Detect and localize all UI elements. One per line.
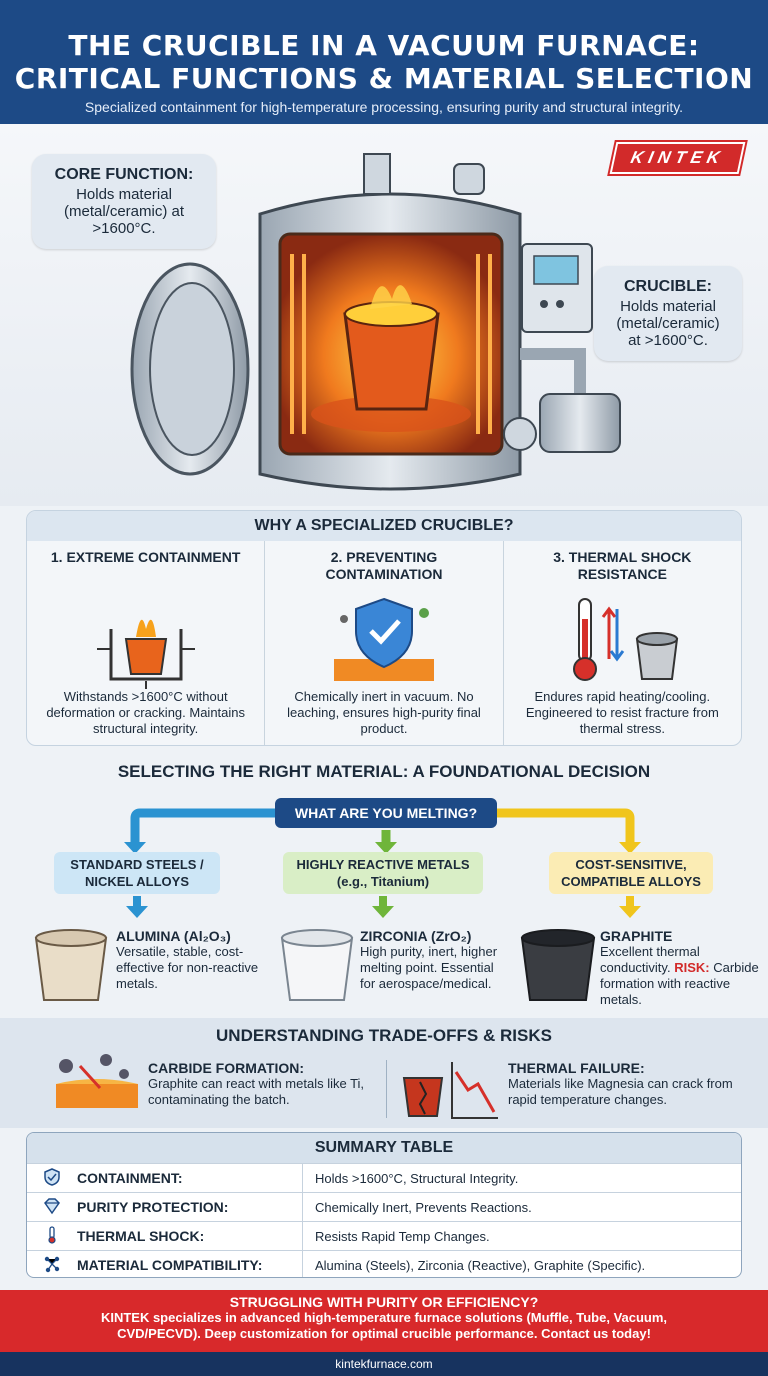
alumina-crucible	[34, 929, 108, 1001]
zirconia-crucible	[280, 929, 354, 1001]
column-title: 2. PREVENTING CONTAMINATION	[325, 549, 443, 582]
material-selection-title: SELECTING THE RIGHT MATERIAL: A FOUNDATI…	[117, 762, 651, 781]
why-specialized-crucible-section: WHY A SPECIALIZED CRUCIBLE? 1. EXTREME C…	[26, 510, 742, 746]
material-name: ALUMINA (Al₂O₃)	[116, 928, 231, 944]
carbide-formation-item: CARBIDE FORMATION: Graphite can react wi…	[148, 1060, 378, 1108]
row-value: Resists Rapid Temp Changes.	[315, 1228, 490, 1244]
material-graphite: GRAPHITE Excellent thermal conductivity.…	[600, 928, 760, 1008]
material-text: High purity, inert, higher melting point…	[360, 944, 498, 991]
section-title: WHY A SPECIALIZED CRUCIBLE?	[27, 511, 741, 541]
crucible-cups-row	[34, 929, 596, 1001]
item-text: Graphite can react with metals like Ti, …	[148, 1076, 365, 1107]
section-title: UNDERSTANDING TRADE-OFFS & RISKS	[216, 1026, 552, 1045]
thermometer-icon	[573, 598, 679, 681]
vacuum-pump	[539, 393, 621, 453]
column-text: Chemically inert in vacuum. No leaching,…	[287, 689, 481, 736]
crucible-callout: CRUCIBLE: Holds material (metal/ceramic)…	[594, 266, 742, 361]
crucible	[343, 312, 440, 411]
risk-label: RISK:	[674, 960, 710, 975]
thermometer-icon	[27, 1225, 77, 1247]
callout-title: CRUCIBLE:	[624, 278, 712, 295]
category-cost-sensitive: COST-SENSITIVE, COMPATIBLE ALLOYS	[549, 852, 713, 894]
table-row: MATERIAL COMPATIBILITY: Alumina (Steels)…	[27, 1250, 741, 1277]
title-line-1: THE CRUCIBLE IN A VACUUM FURNACE:	[68, 29, 700, 62]
column-title: 3. THERMAL SHOCK RESISTANCE	[553, 549, 692, 582]
tradeoffs-section: UNDERSTANDING TRADE-OFFS & RISKS CARBIDE…	[0, 1018, 768, 1128]
material-zirconia: ZIRCONIA (ZrO₂) High purity, inert, high…	[360, 928, 510, 992]
row-label: MATERIAL COMPATIBILITY:	[77, 1250, 303, 1277]
cta-title: STRUGGLING WITH PURITY OR EFFICIENCY?	[229, 1294, 539, 1310]
thermal-failure-item: THERMAL FAILURE: Materials like Magnesia…	[508, 1060, 748, 1108]
material-name: GRAPHITE	[600, 928, 673, 944]
callout-title: CORE FUNCTION:	[54, 166, 194, 183]
cta-line-2: CVD/PECVD). Deep customization for optim…	[117, 1326, 651, 1341]
section-divider	[386, 1060, 387, 1118]
decision-flow-arrows	[124, 808, 641, 918]
preventing-contamination-column: 2. PREVENTING CONTAMINATION Chemically i…	[265, 541, 504, 745]
header-banner: THE CRUCIBLE IN A VACUUM FURNACE: CRITIC…	[0, 0, 768, 124]
hero-illustration-section: KINTEK CORE FUNCTION: Holds material (me…	[0, 124, 768, 506]
table-row: PURITY PROTECTION: Chemically Inert, Pre…	[27, 1192, 741, 1222]
vacuum-furnace-illustration	[130, 153, 621, 491]
material-name: ZIRCONIA (ZrO₂)	[360, 928, 472, 944]
page-title: THE CRUCIBLE IN A VACUUM FURNACE: CRITIC…	[0, 0, 768, 95]
row-label: THERMAL SHOCK:	[77, 1221, 303, 1251]
page-subtitle: Specialized containment for high-tempera…	[84, 99, 684, 115]
row-value: Chemically Inert, Prevents Reactions.	[315, 1199, 532, 1215]
pressure-gauge	[453, 163, 485, 195]
item-title: CARBIDE FORMATION:	[148, 1060, 305, 1076]
column-text: Withstands >1600°C without deformation o…	[46, 689, 246, 736]
row-label: PURITY PROTECTION:	[77, 1192, 303, 1222]
material-text: Versatile, stable, cost-effective for no…	[116, 944, 259, 991]
material-alumina: ALUMINA (Al₂O₃) Versatile, stable, cost-…	[116, 928, 266, 992]
column-title: 1. EXTREME CONTAINMENT	[50, 549, 241, 565]
summary-table: SUMMARY TABLE CONTAINMENT: Holds >1600°C…	[26, 1132, 742, 1278]
thermal-shock-column: 3. THERMAL SHOCK RESISTANCE Endures rapi…	[504, 541, 741, 745]
category-reactive-metals: HIGHLY REACTIVE METALS (e.g., Titanium)	[283, 852, 483, 894]
column-text: Endures rapid heating/cooling. Engineere…	[525, 689, 719, 736]
thermal-failure-icon	[402, 1062, 498, 1119]
diamond-icon	[27, 1197, 77, 1218]
extreme-containment-column: 1. EXTREME CONTAINMENT Withstands >1600°…	[27, 541, 266, 745]
row-value: Alumina (Steels), Zirconia (Reactive), G…	[315, 1257, 646, 1273]
question-box: WHAT ARE YOU MELTING?	[275, 798, 497, 828]
risk-text: Carbide formation with reactive metals.	[600, 960, 759, 1007]
shield-icon	[333, 597, 434, 681]
table-title: SUMMARY TABLE	[27, 1133, 741, 1163]
core-function-callout: CORE FUNCTION: Holds material (metal/cer…	[32, 154, 216, 249]
table-row: THERMAL SHOCK: Resists Rapid Temp Change…	[27, 1221, 741, 1251]
graphite-crucible	[520, 929, 596, 1001]
molecule-icon	[27, 1255, 77, 1276]
containment-icon	[96, 619, 195, 689]
callout-text: Holds material (metal/ceramic) at >1600°…	[616, 298, 720, 349]
title-line-2: CRITICAL FUNCTIONS & MATERIAL SELECTION	[14, 62, 754, 95]
category-standard-steels: STANDARD STEELS / NICKEL ALLOYS	[54, 852, 220, 894]
shield-icon	[27, 1167, 77, 1189]
callout-text: Holds material (metal/ceramic) at >1600°…	[63, 186, 185, 237]
top-valve	[363, 153, 391, 195]
table-row: CONTAINMENT: Holds >1600°C, Structural I…	[27, 1163, 741, 1193]
row-label: CONTAINMENT:	[77, 1163, 303, 1193]
kintek-logo: KINTEK	[609, 142, 746, 174]
item-title: THERMAL FAILURE:	[508, 1060, 645, 1076]
material-text: Excellent thermal conductivity.	[600, 944, 700, 975]
row-value: Holds >1600°C, Structural Integrity.	[315, 1170, 519, 1186]
cta-line-1: KINTEK specializes in advanced high-temp…	[100, 1310, 668, 1325]
tradeoff-icons	[56, 1054, 498, 1119]
call-to-action-banner: STRUGGLING WITH PURITY OR EFFICIENCY? KI…	[0, 1290, 768, 1352]
carbide-formation-icon	[56, 1054, 138, 1108]
footer-website-link[interactable]: kintekfurnace.com	[0, 1352, 768, 1376]
item-text: Materials like Magnesia can crack from r…	[508, 1076, 733, 1107]
